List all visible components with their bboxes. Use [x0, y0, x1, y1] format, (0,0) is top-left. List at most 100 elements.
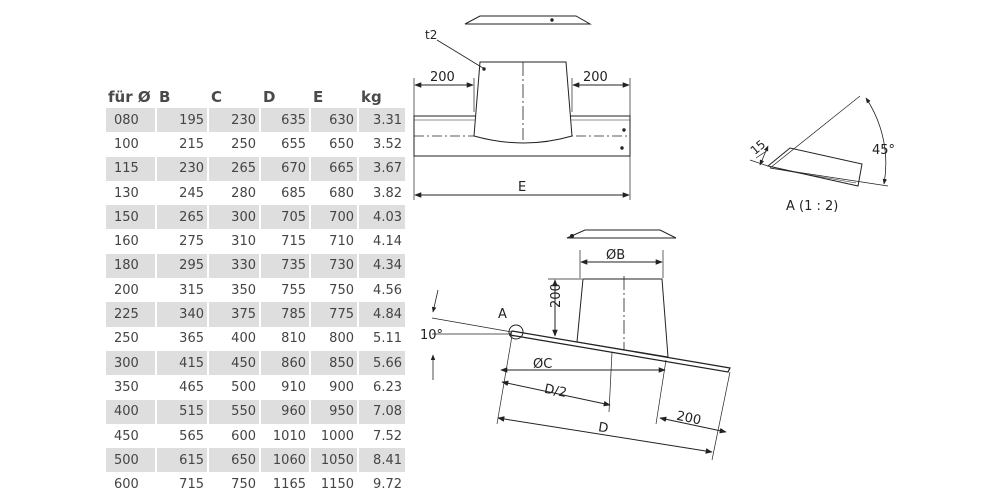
- header-b: B: [159, 88, 171, 106]
- table-cell: 3.82: [373, 185, 402, 201]
- table-cell: 775: [311, 302, 357, 327]
- header-d: D: [263, 88, 276, 106]
- dim-right-200: 200: [583, 70, 608, 85]
- dim-15: 15: [748, 137, 769, 158]
- detail-caption: A (1 : 2): [786, 199, 838, 214]
- table-cell: 465: [179, 379, 204, 395]
- table-cell: 735: [261, 253, 309, 279]
- table-cell: 160: [114, 234, 139, 250]
- table-cell: 750: [329, 282, 354, 298]
- header-c: C: [211, 88, 223, 106]
- table-cell: 130: [114, 185, 139, 201]
- table-cell: 615: [157, 448, 207, 473]
- table-cell: 3.52: [373, 136, 402, 152]
- table-cell: 860: [261, 350, 309, 376]
- dim-200-slant: 200: [675, 409, 702, 429]
- table-cell: 250: [231, 136, 256, 152]
- table-cell: 500: [106, 448, 155, 473]
- table-cell: 450: [114, 428, 139, 444]
- table-cell: 950: [311, 399, 357, 424]
- table-cell: 785: [261, 302, 309, 327]
- dim-c: ØC: [533, 357, 552, 372]
- table-cell: 850: [311, 350, 357, 376]
- table-cell: 300: [209, 205, 259, 230]
- table-cell: 100: [114, 136, 139, 152]
- table-cell: 1165: [272, 477, 306, 493]
- table-cell: 635: [261, 108, 309, 133]
- table-cell: 630: [311, 108, 357, 133]
- table-cell: 115: [106, 156, 155, 181]
- table-cell: 685: [281, 185, 306, 201]
- table-cell: 150: [106, 205, 155, 230]
- table-cell: 215: [179, 136, 204, 152]
- table-cell: 710: [329, 234, 354, 250]
- table-cell: 4.14: [373, 234, 402, 250]
- table-cell: 340: [157, 302, 207, 327]
- table-cell: 1050: [311, 448, 357, 473]
- table-cell: 910: [281, 379, 306, 395]
- table-cell: 250: [114, 331, 139, 347]
- table-cell: 245: [179, 185, 204, 201]
- table-cell: 330: [209, 253, 259, 279]
- table-cell: 700: [311, 205, 357, 230]
- table-cell: 225: [106, 302, 155, 327]
- table-cell: 080: [106, 108, 155, 133]
- dim-b: ØB: [606, 248, 625, 263]
- dim-200-vertical: 200: [549, 283, 564, 308]
- table-cell: 4.34: [359, 253, 405, 279]
- table-cell: 810: [281, 331, 306, 347]
- table-cell: 3.31: [359, 108, 405, 133]
- table-cell: 715: [281, 234, 306, 250]
- table-cell: 715: [179, 477, 204, 493]
- header-kg: kg: [361, 88, 382, 106]
- table-cell: 295: [157, 253, 207, 279]
- table-cell: 265: [157, 205, 207, 230]
- table-cell: 6.23: [373, 379, 402, 395]
- dim-left-200: 200: [430, 70, 455, 85]
- table-cell: 365: [179, 331, 204, 347]
- table-header-row: für Ø B C D E kg: [106, 86, 405, 108]
- header-diameter: für Ø: [108, 88, 151, 106]
- table-cell: 350: [231, 282, 256, 298]
- table-cell: 500: [231, 379, 256, 395]
- top-collar-disc: [464, 15, 592, 25]
- table-cell: 9.72: [373, 477, 402, 493]
- table-cell: 750: [231, 477, 256, 493]
- table-cell: 275: [179, 234, 204, 250]
- table-cell: 310: [231, 234, 256, 250]
- table-cell: 200: [114, 282, 139, 298]
- table-cell: 7.08: [359, 399, 405, 424]
- table-cell: 280: [231, 185, 256, 201]
- table-cell: 1060: [261, 448, 309, 473]
- table-cell: 400: [106, 399, 155, 424]
- dim-e: E: [518, 180, 526, 195]
- table-cell: 8.41: [359, 448, 405, 473]
- table-cell: 1000: [320, 428, 354, 444]
- table-cell: 230: [209, 108, 259, 133]
- table-cell: 680: [329, 185, 354, 201]
- dim-d-half: D/2: [543, 382, 568, 401]
- table-cell: 565: [179, 428, 204, 444]
- detail-marker-circle: [508, 324, 524, 340]
- table-cell: 195: [157, 108, 207, 133]
- table-cell: 7.52: [373, 428, 402, 444]
- table-cell: 600: [231, 428, 256, 444]
- label-t2: t2: [425, 28, 437, 42]
- table-cell: 1150: [320, 477, 354, 493]
- table-cell: 650: [209, 448, 259, 473]
